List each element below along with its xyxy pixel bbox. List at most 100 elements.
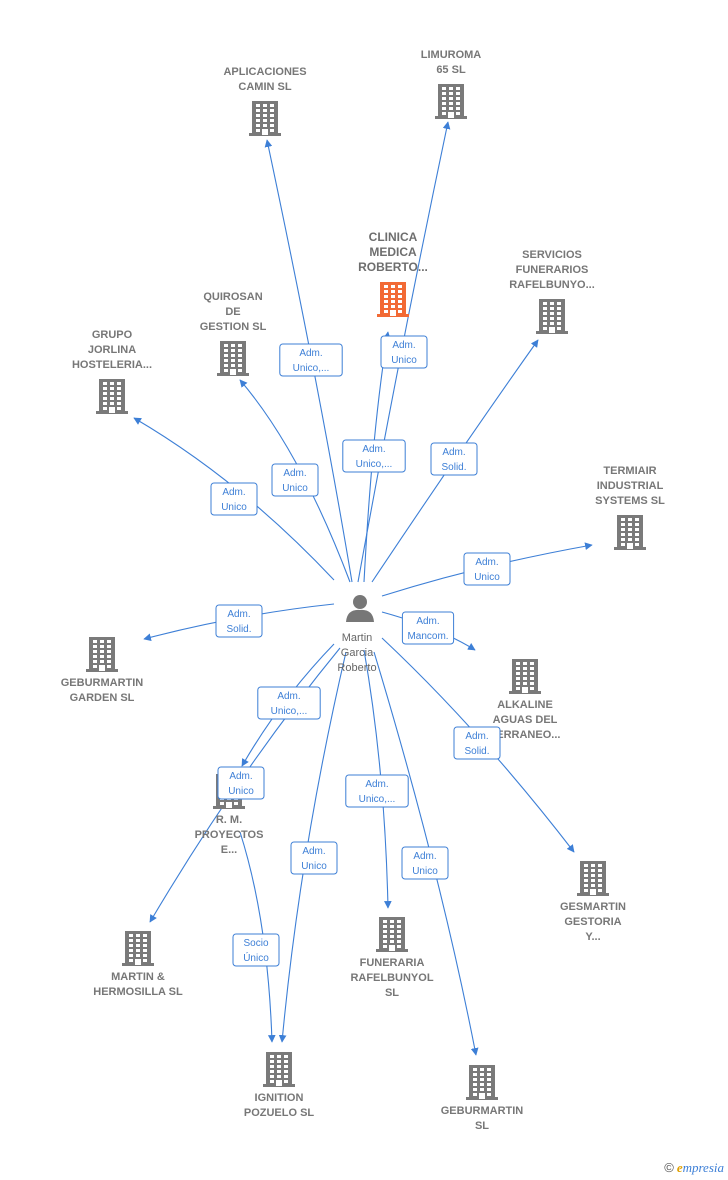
company-name-line: ALKALINE: [497, 699, 553, 711]
company-name-line: 65 SL: [436, 64, 466, 76]
company-name-line: SL: [385, 987, 399, 999]
person-name-line: Martin: [342, 632, 373, 644]
edge-label-limuroma[interactable]: Adm. Unico,...: [342, 439, 406, 473]
company-name-line: SERVICIOS: [522, 249, 582, 261]
company-node-martin_hermosilla[interactable]: MARTIN &HERMOSILLA SL: [93, 931, 183, 998]
edge-label-box: [279, 343, 343, 377]
edge-label-text: Mancom.: [407, 631, 448, 642]
edge-label-text: Unico,...: [271, 706, 308, 717]
company-node-geburmartin[interactable]: GEBURMARTIN SL: [441, 1065, 524, 1132]
company-node-clinica[interactable]: CLINICAMEDICAROBERTO...: [358, 230, 428, 317]
edge-label-aplicaciones[interactable]: Adm. Unico,...: [279, 343, 343, 377]
edge-label-box: [232, 933, 280, 967]
company-name-line: GARDEN SL: [70, 692, 135, 704]
edge-label-text: Solid.: [441, 462, 466, 473]
edge-label-servicios[interactable]: Adm. Solid.: [430, 442, 478, 476]
brand-initial: e: [676, 1160, 683, 1175]
edge-label-text: Unico,...: [293, 363, 330, 374]
edge-label-termiair[interactable]: Adm.Unico: [463, 552, 511, 586]
edge-label-box: [401, 846, 449, 880]
building-icon: [96, 379, 128, 414]
company-name-line: APLICACIONES: [223, 66, 306, 78]
edge-label-text: Unico,...: [356, 459, 393, 470]
company-node-limuroma[interactable]: LIMUROMA 65 SL: [421, 49, 482, 119]
edge-label-alkaline[interactable]: Adm. Mancom.: [401, 611, 455, 645]
edge-label-box: [463, 552, 511, 586]
edge-label-box: [345, 774, 409, 808]
edge-label-text: Adm.: [392, 340, 415, 351]
company-node-ignition[interactable]: IGNITION POZUELO SL: [244, 1052, 315, 1119]
company-name-line: IGNITION: [255, 1092, 304, 1104]
edge-label-text: Adm.: [365, 779, 388, 790]
edge-label-gesmartin[interactable]: Adm. Solid.: [453, 726, 501, 760]
company-name-line: R. M.: [216, 814, 242, 826]
company-name-line: POZUELO SL: [244, 1107, 315, 1119]
building-icon: [536, 299, 568, 334]
edge-label-box: [257, 686, 321, 720]
person-name-line: Roberto: [337, 662, 376, 674]
company-name-line: TERRANEO...: [490, 729, 561, 741]
edge-label-box: [380, 335, 428, 369]
company-name-line: SYSTEMS SL: [595, 495, 665, 507]
edge-label-text: Adm.: [227, 609, 250, 620]
company-node-gesmartin[interactable]: GESMARTINGESTORIAY...: [560, 861, 626, 943]
edge-label-box: [271, 463, 319, 497]
edge-label-text: Adm.: [416, 616, 439, 627]
empresia-credit[interactable]: ©empresia: [664, 1160, 724, 1176]
person-icon: [346, 595, 374, 622]
building-icon: [377, 282, 409, 317]
edge-label-rm[interactable]: Adm.Unico,...: [257, 686, 321, 720]
edge-label-text: Adm.: [299, 348, 322, 359]
edge-label-box: [342, 439, 406, 473]
edge-label-text: Adm.: [362, 444, 385, 455]
edge-label-text: Adm.: [442, 447, 465, 458]
edge-label-geburmartin[interactable]: Adm.Unico: [401, 846, 449, 880]
building-icon: [376, 917, 408, 952]
edge-label-text: Unico: [474, 572, 500, 583]
company-name-line: HOSTELERIA...: [72, 359, 152, 371]
edge-label-ignition[interactable]: Adm.Unico: [290, 841, 338, 875]
building-icon: [122, 931, 154, 966]
edge-label-text: Solid.: [464, 746, 489, 757]
edge-label-text: Adm.: [302, 846, 325, 857]
company-name-line: PROYECTOS: [195, 829, 264, 841]
building-icon: [86, 637, 118, 672]
company-node-quirosan[interactable]: QUIROSAN DE GESTION SL: [200, 291, 267, 376]
company-node-grupo[interactable]: GRUPOJORLINAHOSTELERIA...: [72, 329, 152, 414]
edge-label-text: Adm.: [465, 731, 488, 742]
edge-labels-layer: Adm.Unico,...Adm.UnicoAdm.Unico,...Adm.S…: [210, 335, 511, 967]
edge-label-box: [217, 766, 265, 800]
building-icon: [263, 1052, 295, 1087]
edge-label-clinica[interactable]: Adm.Unico: [380, 335, 428, 369]
company-name-line: QUIROSAN: [203, 291, 262, 303]
company-name-line: LIMUROMA: [421, 49, 482, 61]
building-icon: [466, 1065, 498, 1100]
edge-label-text: Unico: [221, 502, 247, 513]
edge-label-grupo[interactable]: Adm. Unico: [210, 482, 258, 516]
edge-label-box: [215, 604, 263, 638]
edge-label-geburmartin_garden[interactable]: Adm.Solid.: [215, 604, 263, 638]
edge-label-text: Único: [243, 951, 269, 964]
edge-label-funeraria[interactable]: Adm.Unico,...: [345, 774, 409, 808]
company-name-line: SL: [475, 1120, 489, 1132]
edge-label-martin_hermosilla[interactable]: Adm.Unico: [217, 766, 265, 800]
edge-label-quirosan[interactable]: Adm.Unico: [271, 463, 319, 497]
edge-label-box: [401, 611, 455, 645]
building-icon: [435, 84, 467, 119]
company-name-line: GESTION SL: [200, 321, 267, 333]
company-node-servicios[interactable]: SERVICIOSFUNERARIOSRAFELBUNYO...: [509, 249, 595, 334]
building-icon: [577, 861, 609, 896]
company-name-line: GEBURMARTIN: [441, 1105, 524, 1117]
edge-label-text: Adm.: [222, 487, 245, 498]
building-icon: [217, 341, 249, 376]
company-name-line: FUNERARIA: [360, 957, 425, 969]
company-name-line: DE: [225, 306, 240, 318]
